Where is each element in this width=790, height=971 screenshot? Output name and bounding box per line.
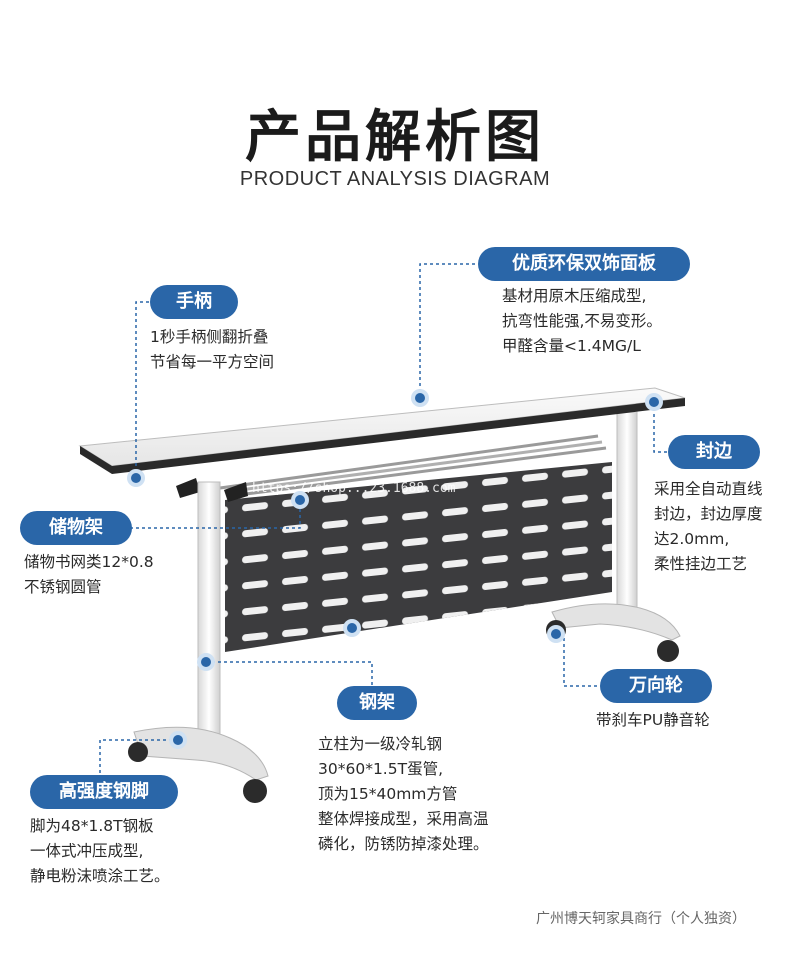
shelf-badge: 储物架 xyxy=(20,511,132,545)
caster-description: 带刹车PU静音轮 xyxy=(596,708,710,733)
foot-line: 脚为48*1.8T钢板 xyxy=(30,817,154,835)
edge-line: 达2.0mm, xyxy=(654,530,730,548)
edge-line: 柔性挂边工艺 xyxy=(654,555,748,573)
handle-badge: 手柄 xyxy=(150,285,238,319)
frame-line: 整体焊接成型，采用高温 xyxy=(318,810,489,828)
foot-description: 脚为48*1.8T钢板 一体式冲压成型, 静电粉沫喷涂工艺。 xyxy=(30,814,170,889)
shelf-line: 储物书网类12*0.8 xyxy=(24,553,154,571)
table-top xyxy=(78,387,686,498)
panel-line: 甲醛含量<1.4MG/L xyxy=(502,337,641,355)
handle-line: 1秒手柄侧翻折叠 xyxy=(150,328,269,346)
shelf-line: 不锈钢圆管 xyxy=(24,578,102,596)
handle-brackets xyxy=(176,478,248,502)
panel-line: 基材用原木压缩成型, xyxy=(502,287,647,305)
caster-wheel-icon xyxy=(243,779,267,803)
caster-line: 带刹车PU静音轮 xyxy=(596,711,710,729)
edge-line: 采用全自动直线 xyxy=(654,480,763,498)
edge-line: 封边，封边厚度 xyxy=(654,505,763,523)
watermark-text: https://shop...23.1688.com xyxy=(252,481,456,496)
shelf-description: 储物书网类12*0.8 不锈钢圆管 xyxy=(24,550,154,600)
leader-lines xyxy=(99,263,668,778)
panel-line: 抗弯性能强,不易变形。 xyxy=(502,312,662,330)
frame-line: 30*60*1.5T蛋管, xyxy=(318,760,443,778)
caster-badge: 万向轮 xyxy=(600,669,712,703)
frame-badge: 钢架 xyxy=(337,686,417,720)
frame-line: 顶为15*40mm方管 xyxy=(318,785,458,803)
edge-description: 采用全自动直线 封边，封边厚度 达2.0mm, 柔性挂边工艺 xyxy=(654,477,763,577)
left-leg xyxy=(128,481,269,803)
panel-description: 基材用原木压缩成型, 抗弯性能强,不易变形。 甲醛含量<1.4MG/L xyxy=(502,284,662,359)
foot-badge: 高强度钢脚 xyxy=(30,775,178,809)
foot-line: 静电粉沫喷涂工艺。 xyxy=(30,867,170,885)
page-subtitle: PRODUCT ANALYSIS DIAGRAM xyxy=(239,168,551,190)
handle-line: 节省每一平方空间 xyxy=(150,353,275,371)
marker-dots xyxy=(127,389,663,749)
frame-line: 立柱为一级冷轧钢 xyxy=(318,735,443,753)
panel-badge: 优质环保双饰面板 xyxy=(478,247,690,281)
page-title: 产品解析图 xyxy=(245,105,545,170)
handle-description: 1秒手柄侧翻折叠 节省每一平方空间 xyxy=(150,325,274,375)
caster-wheel-icon xyxy=(128,742,148,762)
frame-description: 立柱为一级冷轧钢 30*60*1.5T蛋管, 顶为15*40mm方管 整体焊接成… xyxy=(318,732,489,857)
caster-wheel-icon xyxy=(657,640,679,662)
foot-line: 一体式冲压成型, xyxy=(30,842,144,860)
frame-line: 磷化，防锈防掉漆处理。 xyxy=(318,835,489,853)
modesty-panel xyxy=(225,462,612,652)
edge-badge: 封边 xyxy=(668,435,760,469)
footer-company: 广州博天轲家具商行（个人独资） xyxy=(536,911,746,927)
